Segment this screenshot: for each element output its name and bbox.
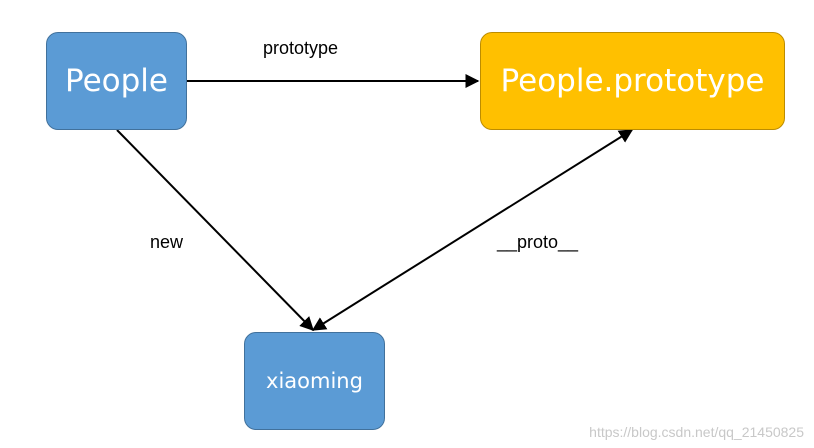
people-node: People [46,32,187,130]
proto-arrow [311,129,634,331]
watermark: https://blog.csdn.net/qq_21450825 [589,424,804,440]
xiaoming-node: xiaoming [244,332,385,430]
new-arrow [116,129,314,331]
people-node-label: People [65,63,168,99]
xiaoming-node-label: xiaoming [266,369,363,393]
people-prototype-node-label: People.prototype [500,63,765,99]
prototype-edge-label: prototype [263,38,339,58]
proto-edge-label: __proto__ [497,232,579,252]
new-edge-label: new [150,232,184,252]
people-prototype-node: People.prototype [480,32,785,130]
